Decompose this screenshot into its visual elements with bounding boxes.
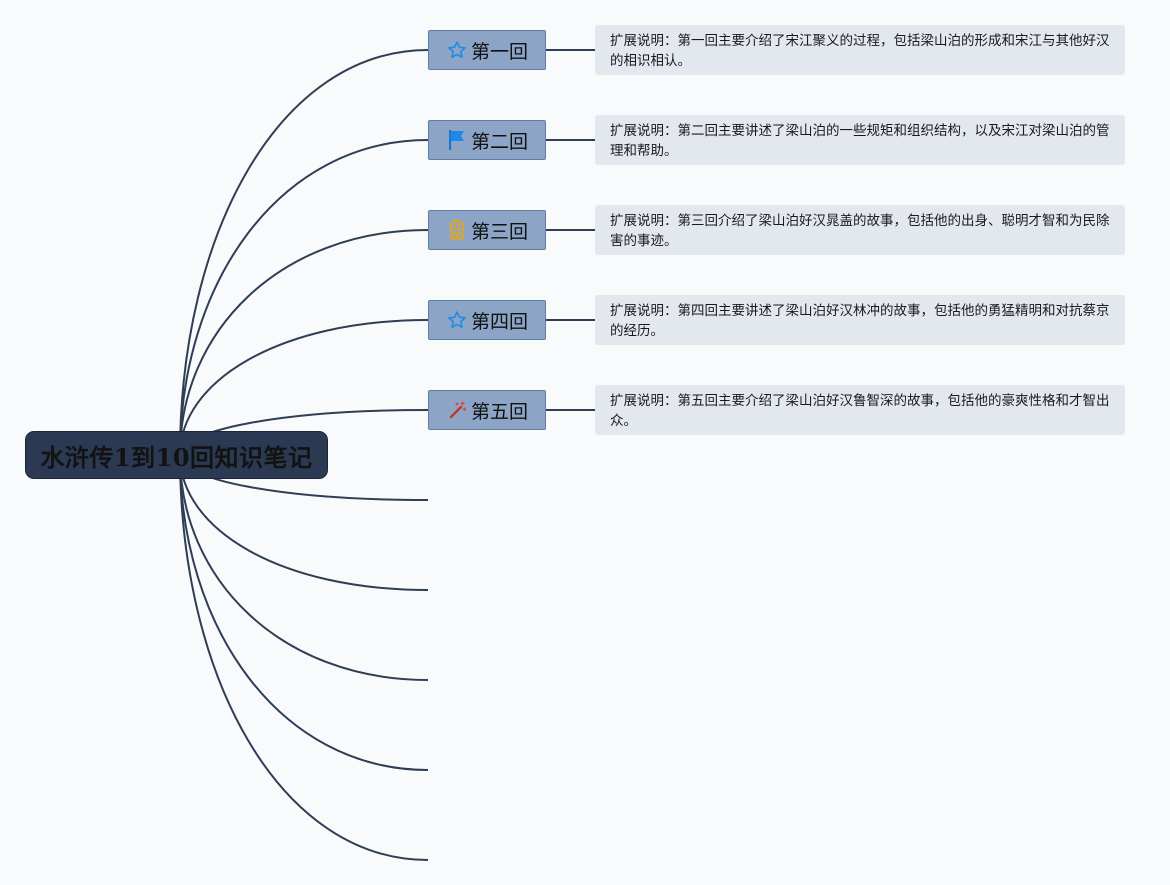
note-2[interactable]: 扩展说明：第二回主要讲述了梁山泊的一些规矩和组织结构，以及宋江对梁山泊的管理和帮… [595, 115, 1125, 165]
flag-icon [446, 129, 468, 151]
empty-branch-connector [179, 454, 429, 861]
note-text: 扩展说明：第二回主要讲述了梁山泊的一些规矩和组织结构，以及宋江对梁山泊的管理和帮… [610, 123, 1110, 159]
root-topic[interactable]: 水浒传1到10回知识笔记 [25, 431, 328, 479]
branch-topic-2[interactable]: 第二回 [428, 120, 546, 160]
branch-topic-label: 第二回 [470, 130, 528, 153]
root-topic-label: 水浒传1到10回知识笔记 [40, 442, 313, 472]
note-text: 扩展说明：第一回主要介绍了宋江聚义的过程，包括梁山泊的形成和宋江与其他好汉的相识… [610, 33, 1110, 69]
branch-topic-1[interactable]: 第一回 [428, 30, 546, 70]
note-3[interactable]: 扩展说明：第三回介绍了梁山泊好汉晁盖的故事，包括他的出身、聪明才智和为民除害的事… [595, 205, 1125, 255]
branch-connector [179, 139, 429, 456]
branch-topic-3[interactable]: 第三回 [428, 210, 546, 250]
medal-icon [446, 219, 468, 241]
empty-branch-connector [179, 454, 429, 771]
empty-branch-connector [179, 454, 429, 681]
branch-topic-label: 第四回 [470, 310, 528, 333]
branch-connector [179, 319, 429, 456]
branch-topic-label: 第三回 [470, 220, 528, 243]
magic-wand-icon [446, 399, 468, 421]
note-text: 扩展说明：第四回主要讲述了梁山泊好汉林冲的故事，包括他的勇猛精明和对抗蔡京的经历… [610, 303, 1110, 339]
note-5[interactable]: 扩展说明：第五回主要介绍了梁山泊好汉鲁智深的故事，包括他的豪爽性格和才智出众。 [595, 385, 1125, 435]
note-text: 扩展说明：第三回介绍了梁山泊好汉晁盖的故事，包括他的出身、聪明才智和为民除害的事… [610, 213, 1110, 249]
branch-topic-4[interactable]: 第四回 [428, 300, 546, 340]
note-4[interactable]: 扩展说明：第四回主要讲述了梁山泊好汉林冲的故事，包括他的勇猛精明和对抗蔡京的经历… [595, 295, 1125, 345]
empty-branch-connector [179, 454, 429, 591]
star-icon [446, 39, 468, 61]
branch-connector [179, 49, 429, 456]
branch-topic-5[interactable]: 第五回 [428, 390, 546, 430]
note-text: 扩展说明：第五回主要介绍了梁山泊好汉鲁智深的故事，包括他的豪爽性格和才智出众。 [610, 393, 1110, 429]
branch-topic-label: 第一回 [470, 40, 528, 63]
note-1[interactable]: 扩展说明：第一回主要介绍了宋江聚义的过程，包括梁山泊的形成和宋江与其他好汉的相识… [595, 25, 1125, 75]
star-icon [446, 309, 468, 331]
branch-connector [179, 229, 429, 456]
branch-topic-label: 第五回 [470, 400, 528, 423]
